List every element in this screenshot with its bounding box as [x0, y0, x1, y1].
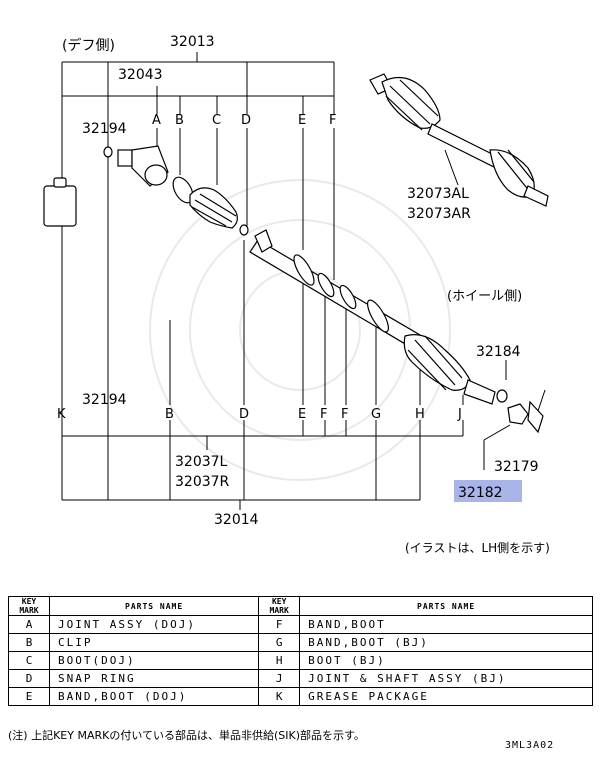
key-mark-cell: G	[258, 633, 301, 652]
table-row: A JOINT ASSY (DOJ) F BAND,BOOT	[8, 615, 593, 634]
part-32184-label: 32184	[476, 344, 521, 360]
key-b-bottom: B	[165, 407, 174, 422]
wheel-side-label: (ホイール側)	[447, 289, 522, 304]
key-mark-header: KEY MARK	[8, 596, 50, 616]
key-mark-cell: K	[258, 687, 301, 706]
part-32073al-label: 32073AL	[407, 186, 469, 202]
parts-name-cell: BAND,BOOT	[299, 615, 593, 634]
parts-name-cell: GREASE PACKAGE	[299, 687, 593, 706]
key-mark-cell: J	[258, 669, 301, 688]
key-f2-bottom: F	[341, 407, 348, 422]
drive-shaft-drawing	[43, 145, 544, 434]
parts-name-cell: JOINT ASSY (DOJ)	[48, 615, 260, 634]
diagram-code: 3ML3A02	[505, 740, 555, 751]
table-row: E BAND,BOOT (DOJ) K GREASE PACKAGE	[8, 687, 593, 706]
parts-key-table: KEY MARK PARTS NAME KEY MARK PARTS NAME …	[8, 596, 593, 706]
key-mark-header-2: KEY MARK	[258, 596, 301, 616]
diff-side-label: (デフ側)	[62, 37, 115, 54]
key-g-bottom: G	[371, 407, 381, 422]
part-32194-top-label: 32194	[82, 121, 127, 137]
part-32014-label: 32014	[214, 512, 259, 528]
key-mark-cell: B	[8, 633, 50, 652]
table-row: B CLIP G BAND,BOOT (BJ)	[8, 633, 593, 652]
parts-name-cell: SNAP RING	[48, 669, 260, 688]
parts-name-cell: CLIP	[48, 633, 260, 652]
parts-name-cell: BAND,BOOT (BJ)	[299, 633, 593, 652]
part-32037l-label: 32037L	[175, 454, 228, 470]
part-32179-label: 32179	[494, 459, 539, 475]
part-32073ar-label: 32073AR	[407, 206, 471, 222]
part-32013-label: 32013	[170, 34, 215, 50]
key-k-bottom: K	[57, 407, 66, 422]
part-32043-label: 32043	[118, 67, 163, 83]
bj-boot-icon	[403, 334, 471, 391]
key-h-bottom: H	[415, 407, 425, 422]
part-32194-bottom-label: 32194	[82, 392, 127, 408]
key-mark-cell: D	[8, 669, 50, 688]
part-32037r-label: 32037R	[175, 474, 230, 490]
key-d-top: D	[241, 113, 251, 128]
key-mark-cell: F	[258, 615, 301, 634]
part-32182-label: 32182	[458, 485, 503, 501]
parts-name-header-2: PARTS NAME	[299, 596, 593, 616]
parts-name-cell: BAND,BOOT (DOJ)	[48, 687, 260, 706]
parts-name-cell: BOOT(DOJ)	[48, 651, 260, 670]
table-row: C BOOT(DOJ) H BOOT (BJ)	[8, 651, 593, 670]
key-e-bottom: E	[298, 407, 306, 422]
top-key-letters: A B C D E F	[152, 113, 336, 128]
cotter-pin-icon	[527, 400, 544, 434]
key-mark-cell: A	[8, 615, 50, 634]
doj-joint-icon	[117, 149, 133, 167]
bottom-key-letters: K B D E F F G H J	[57, 407, 462, 422]
key-c-top: C	[212, 113, 221, 128]
nut-icon	[507, 403, 529, 425]
key-mark-cell: C	[8, 651, 50, 670]
key-f-top: F	[329, 113, 336, 128]
key-a-top: A	[152, 113, 161, 128]
key-b-top: B	[175, 113, 184, 128]
parts-name-cell: JOINT & SHAFT ASSY (BJ)	[299, 669, 593, 688]
key-j-bottom: J	[457, 407, 462, 422]
grease-package-icon	[43, 185, 77, 227]
footnote-text: (注) 上記KEY MARKの付いている部品は、単品非供給(SIK)部品を示す。	[8, 729, 365, 742]
parts-name-header: PARTS NAME	[48, 596, 260, 616]
highlight-32182	[454, 480, 522, 502]
shaft-icon	[249, 239, 421, 349]
key-e-top: E	[298, 113, 306, 128]
assembly-32073-drawing	[369, 73, 549, 207]
table-header-row: KEY MARK PARTS NAME KEY MARK PARTS NAME	[8, 596, 593, 616]
table-row: D SNAP RING J JOINT & SHAFT ASSY (BJ)	[8, 669, 593, 688]
top-bracket-lines	[61, 52, 546, 510]
key-mark-cell: E	[8, 687, 50, 706]
key-d-bottom: D	[239, 407, 249, 422]
parts-diagram: (デフ側) 32013 32043 32194	[43, 34, 550, 555]
illustration-note: (イラストは、LH側を示す)	[405, 541, 550, 555]
parts-name-cell: BOOT (BJ)	[299, 651, 593, 670]
key-f1-bottom: F	[320, 407, 327, 422]
key-mark-cell: H	[258, 651, 301, 670]
